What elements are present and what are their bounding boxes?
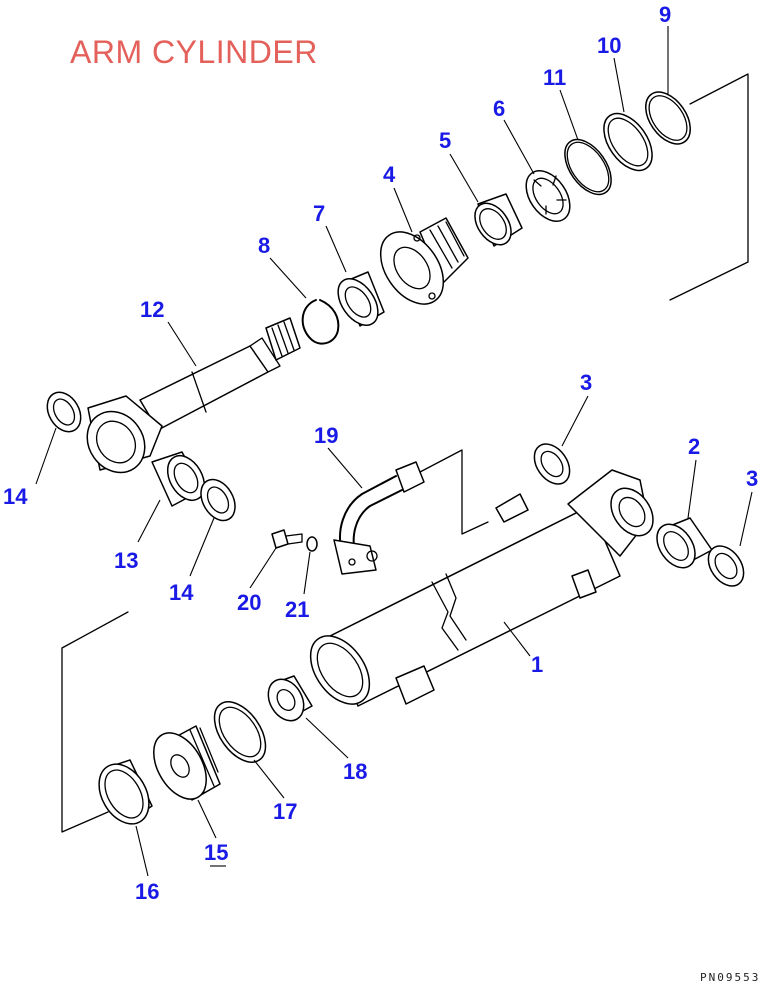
part-6-bearing [525,170,571,222]
callout-part-19[interactable]: 19 [314,423,339,448]
callout-part-7[interactable]: 7 [313,201,326,226]
callout-part-18[interactable]: 18 [343,759,368,784]
assembly-bracket-lower [61,611,129,833]
part-4-cylinder-head [379,217,469,305]
callout-part-10[interactable]: 10 [597,33,622,58]
callout-part-16[interactable]: 16 [135,879,160,904]
callout-part-15[interactable]: 15 [204,840,229,865]
part-18-nut [267,675,313,722]
callout-part-6[interactable]: 6 [493,96,506,121]
callout-part-4[interactable]: 4 [383,162,396,187]
part-3-dust-seal-top [533,443,571,485]
part-9-ring [645,91,691,145]
part-14-dust-seal-right [200,478,236,522]
part-20-bolt [271,529,303,549]
part-19-tube [333,461,425,575]
callout-part-5[interactable]: 5 [439,128,452,153]
assembly-bracket-tube [419,449,489,535]
callout-part-2[interactable]: 2 [688,434,701,459]
part-8-snap-ring [301,299,340,345]
part-16-wear-ring [98,759,153,825]
document-number: PN09553 [700,971,761,984]
assembly-bracket-upper [669,73,749,301]
part-11-ring [564,138,612,196]
callout-part-14-right[interactable]: 14 [169,580,194,605]
leader-lines [35,26,753,877]
part-7-seal [337,271,385,327]
part-21-washer [306,536,318,552]
callout-part-8[interactable]: 8 [258,233,271,258]
diagram-title: ARM CYLINDER [70,34,318,70]
callout-part-3-top[interactable]: 3 [580,370,593,395]
part-14-dust-seal-left [46,391,82,433]
callout-part-3-right[interactable]: 3 [746,466,759,491]
part-13-bushing [151,451,206,507]
callout-part-12[interactable]: 12 [140,297,165,322]
part-1-cylinder-tube [309,469,654,707]
part-5-bushing [474,193,523,247]
part-17-ring [213,701,267,763]
callout-part-14-left[interactable]: 14 [3,484,28,509]
callout-part-13[interactable]: 13 [114,548,139,573]
part-15-piston [153,725,221,801]
callout-part-9[interactable]: 9 [659,2,672,27]
part-3-dust-seal-bottom [707,545,745,587]
part-12-piston-rod [86,317,301,474]
part-2-bushing [656,517,713,569]
callout-part-1[interactable]: 1 [531,652,544,677]
callout-part-21[interactable]: 21 [285,597,310,622]
callout-part-11[interactable]: 11 [543,65,567,90]
part-10-ring [603,112,653,172]
callout-part-17[interactable]: 17 [273,799,298,824]
callout-part-20[interactable]: 20 [237,590,262,615]
